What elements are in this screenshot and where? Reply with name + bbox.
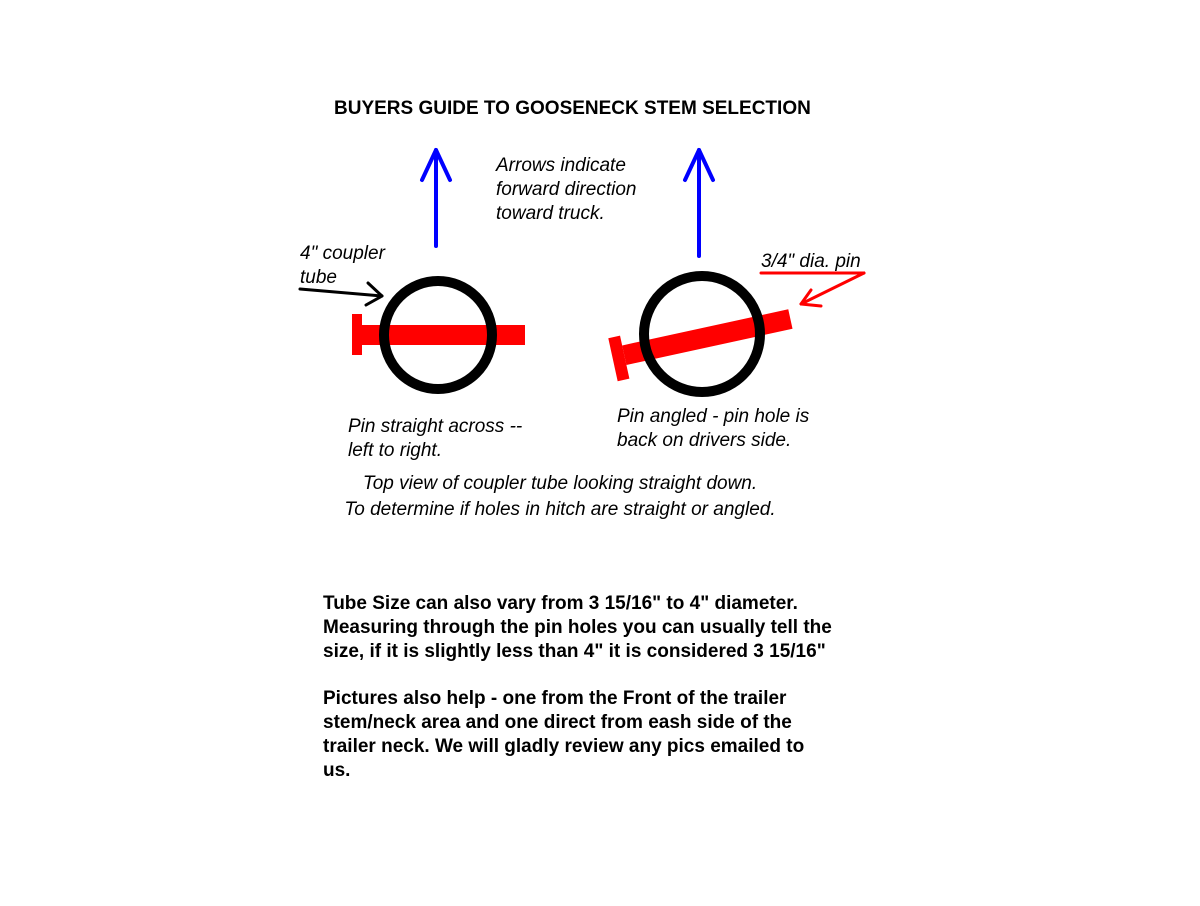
arrow-note-line: forward direction — [496, 179, 637, 200]
forward-arrow-icon — [683, 148, 715, 258]
angled-caption-line: back on drivers side. — [617, 430, 792, 451]
tube-size-line: size, if it is slightly less than 4" it … — [323, 641, 826, 662]
straight-pin-caption: Pin straight across -- left to right. — [348, 415, 522, 463]
view-caption-line: To determine if holes in hitch are strai… — [344, 499, 776, 520]
pictures-line: stem/neck area and one direct from eash … — [323, 712, 792, 733]
pin-diameter-label: 3/4" dia. pin — [761, 251, 861, 272]
pin-icon — [608, 309, 793, 382]
tube-size-paragraph: Tube Size can also vary from 3 15/16" to… — [323, 592, 832, 664]
pictures-line: us. — [323, 760, 351, 781]
pictures-line: trailer neck. We will gladly review any … — [323, 736, 805, 757]
straight-caption-line: Pin straight across -- — [348, 416, 523, 437]
angled-caption-line: Pin angled - pin hole is — [617, 406, 810, 427]
tube-size-line: Measuring through the pin holes you can … — [323, 617, 832, 638]
arrow-note-line: toward truck. — [496, 203, 605, 224]
coupler-label-line: 4" coupler — [300, 243, 385, 264]
forward-arrow-icon — [420, 148, 452, 248]
view-caption: Top view of coupler tube looking straigh… — [300, 471, 820, 523]
coupler-tube-icon — [639, 271, 765, 397]
pointer-arrow-icon — [298, 281, 384, 307]
page-title: BUYERS GUIDE TO GOOSENECK STEM SELECTION — [334, 98, 811, 119]
pointer-arrow-icon — [759, 271, 866, 308]
coupler-tube-label: 4" coupler tube — [300, 242, 385, 290]
tube-size-line: Tube Size can also vary from 3 15/16" to… — [323, 593, 798, 614]
coupler-label-line: tube — [300, 267, 337, 288]
pictures-paragraph: Pictures also help - one from the Front … — [323, 687, 804, 783]
straight-caption-line: left to right. — [348, 440, 442, 461]
pin-icon — [352, 314, 525, 355]
coupler-tube-icon — [379, 276, 497, 394]
view-caption-line: Top view of coupler tube looking straigh… — [362, 473, 758, 494]
arrow-note: Arrows indicate forward direction toward… — [496, 154, 636, 226]
arrow-note-line: Arrows indicate — [496, 155, 626, 176]
pictures-line: Pictures also help - one from the Front … — [323, 688, 787, 709]
angled-pin-caption: Pin angled - pin hole is back on drivers… — [617, 405, 809, 453]
